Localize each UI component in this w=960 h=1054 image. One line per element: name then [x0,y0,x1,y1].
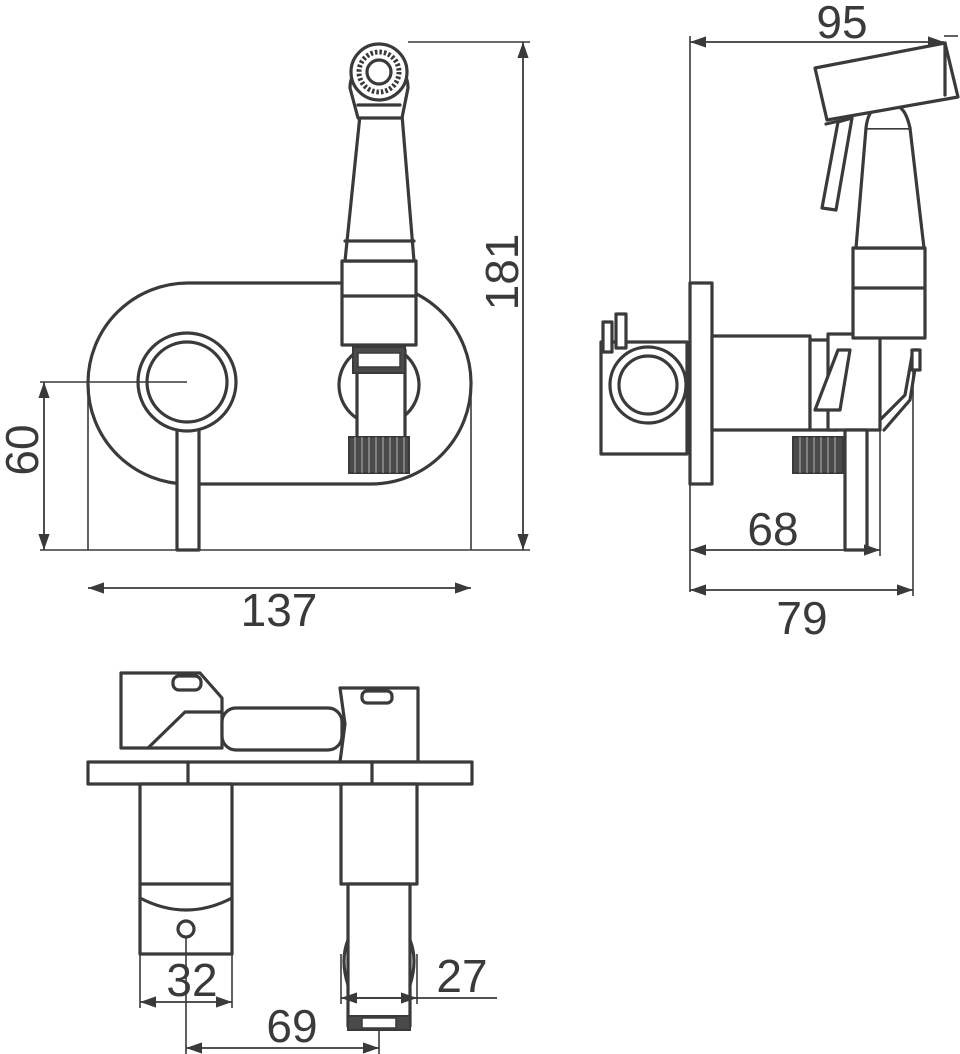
top-plate [86,760,474,786]
lever-handle [175,418,201,552]
top-valve-center [176,919,196,939]
side-trigger [820,116,854,212]
dim-27: 27 [436,950,487,1002]
top-outlet-cylinder [339,782,419,886]
dim-79: 79 [776,592,827,644]
front-view: 137 181 60 [0,41,530,636]
shower-holder [340,259,418,347]
dim-60: 60 [0,424,48,475]
side-valve-body [710,334,812,432]
knurled-nut-bottom [348,436,410,474]
dim-69: 69 [266,1000,317,1052]
dim-137: 137 [241,584,318,636]
shower-handle [343,113,416,263]
spray-face [356,49,402,95]
side-view: 95 68 79 [599,0,960,644]
side-spray-head [813,41,960,122]
dim-95: 95 [816,0,867,48]
dim-68: 68 [747,503,798,555]
top-connector [220,706,344,752]
dim-181: 181 [476,234,528,311]
side-wall-plate [688,281,714,486]
top-view: 32 27 69 [86,671,497,1054]
dim-32: 32 [166,954,217,1006]
